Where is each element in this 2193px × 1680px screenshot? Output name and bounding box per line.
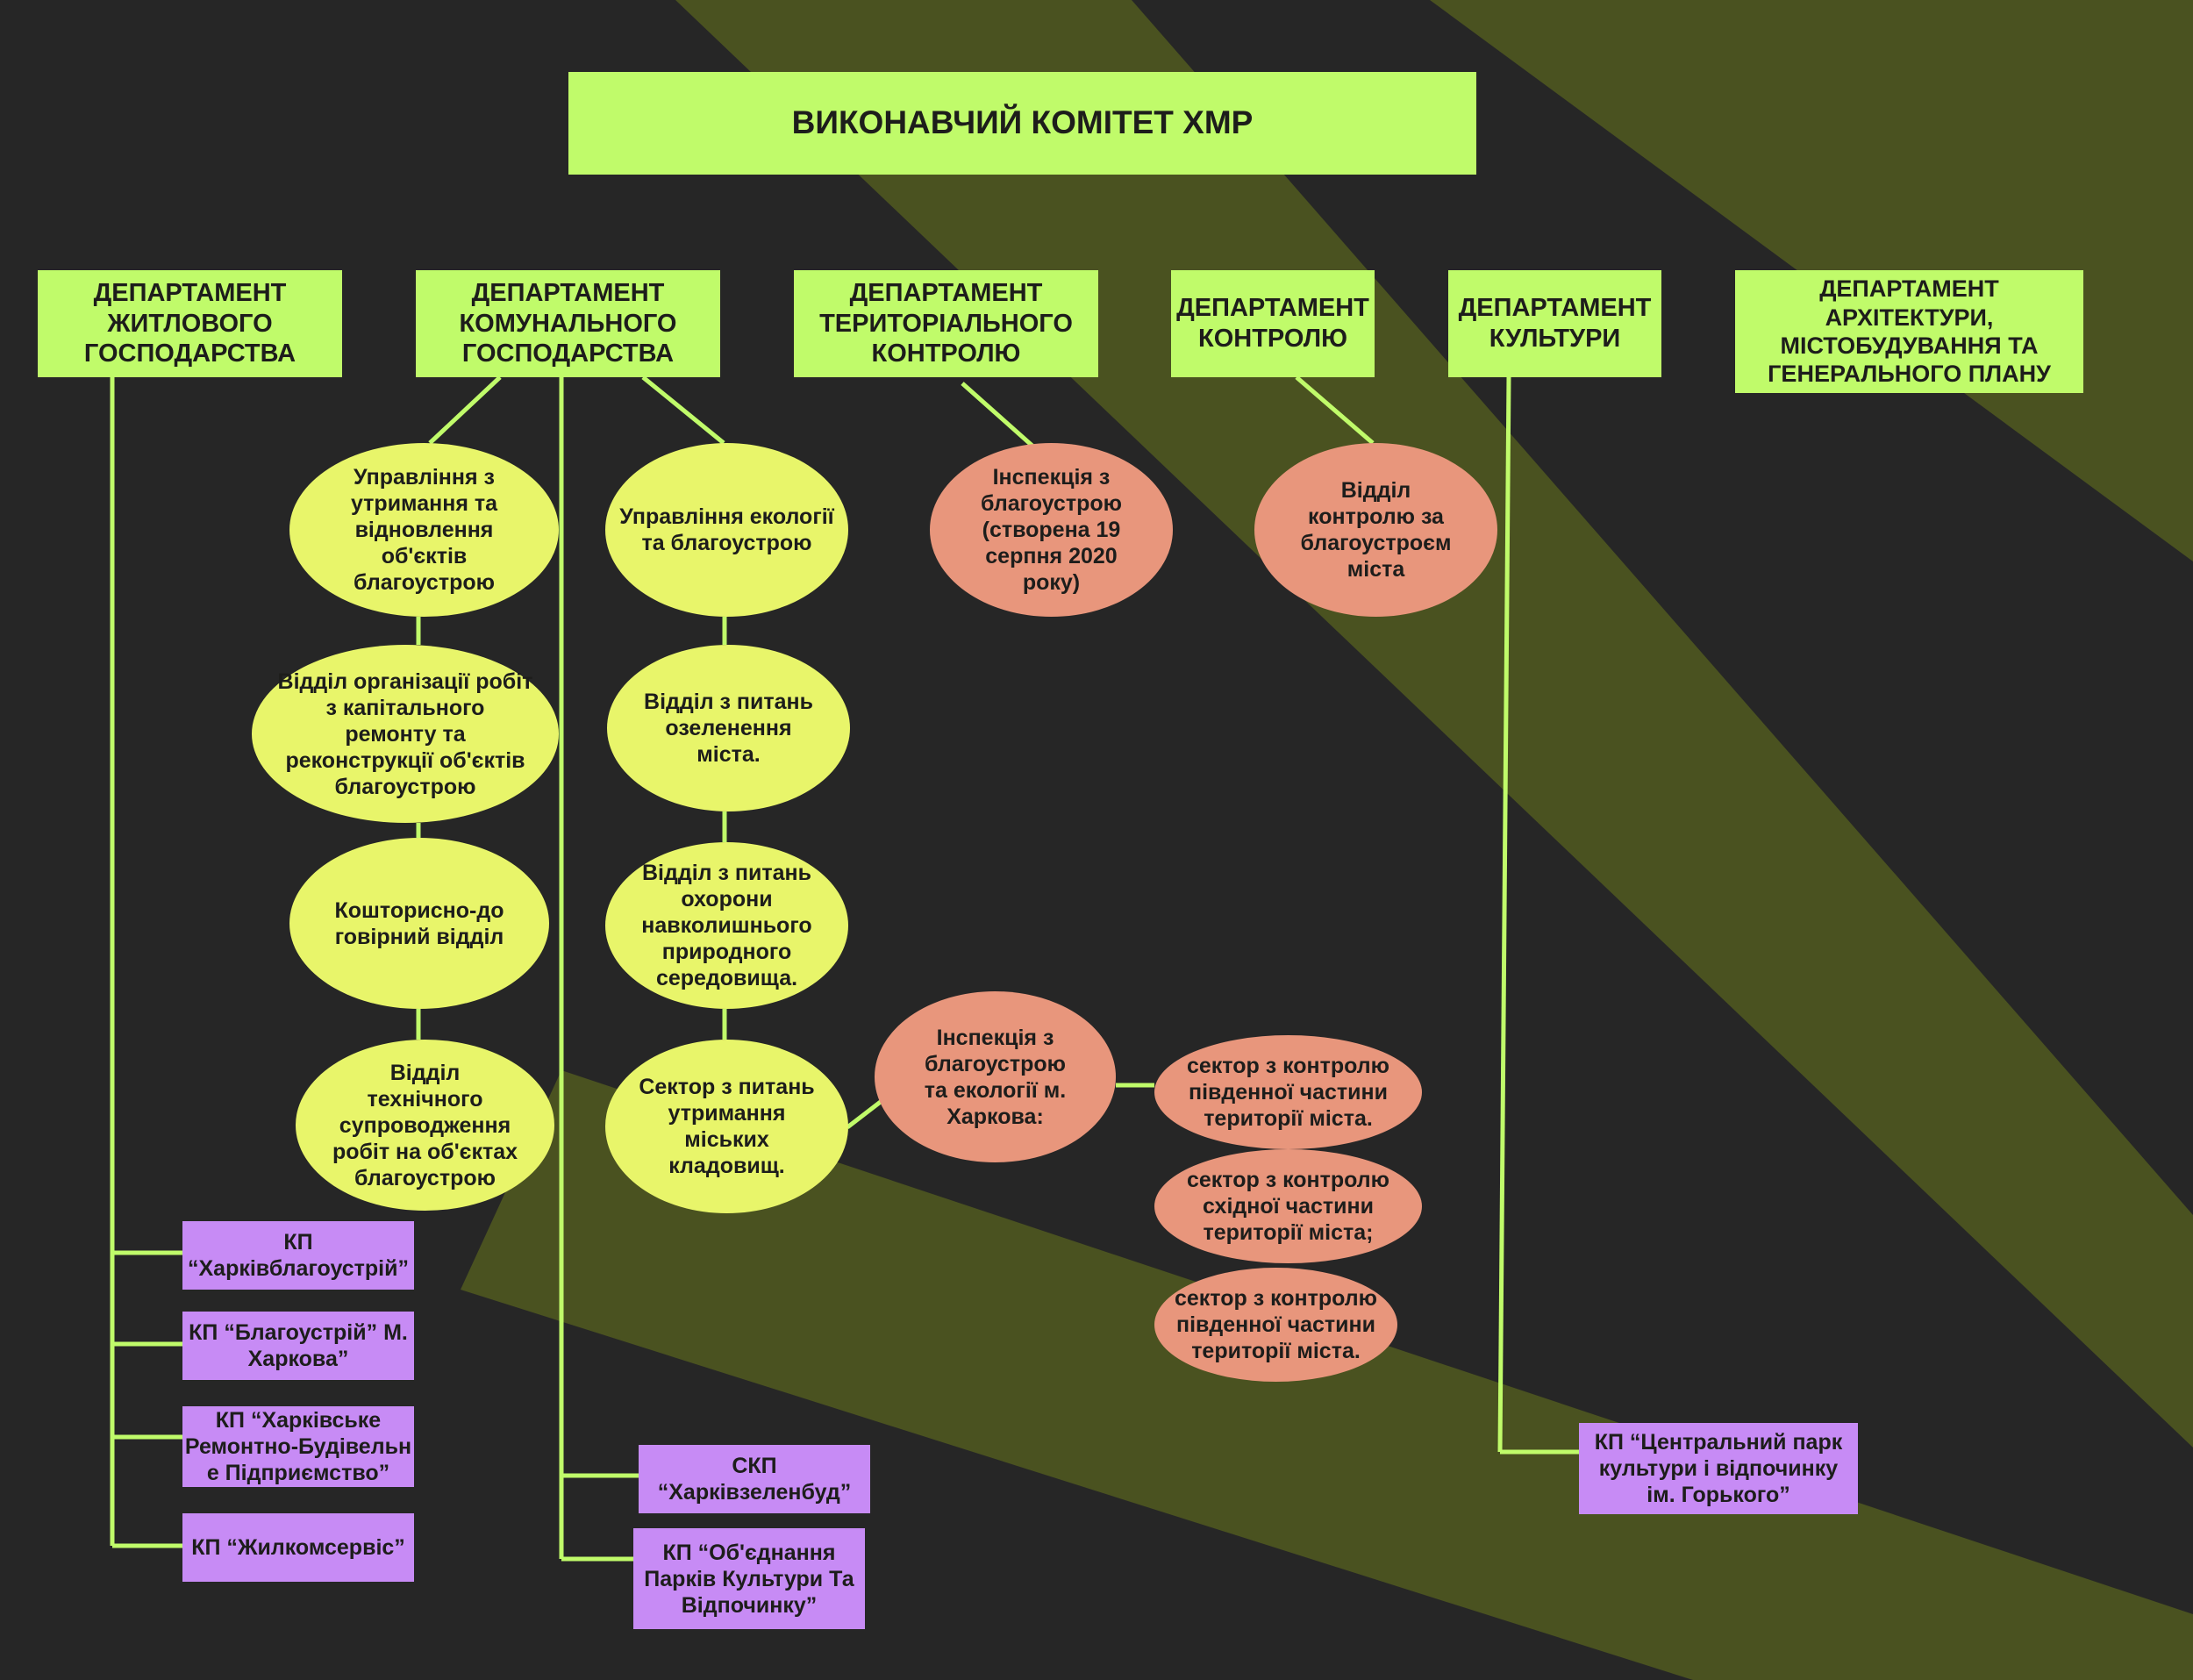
department-housing: ДЕПАРТАМЕНТ ЖИТЛОВОГО ГОСПОДАРСТВА bbox=[38, 270, 342, 377]
enterprise-parks-union: КП “Об'єднання Парків Культури Та Відпоч… bbox=[633, 1528, 865, 1629]
connector-territorial bbox=[961, 382, 1044, 456]
unit-cemeteries: Сектор з питань утримання міських кладов… bbox=[605, 1040, 848, 1213]
department-culture: ДЕПАРТАМЕНТ КУЛЬТУРИ bbox=[1448, 270, 1661, 377]
unit-inspection-2020: Інспекція з благоустрою (створена 19 сер… bbox=[930, 443, 1173, 617]
connector-communal-right bbox=[641, 375, 725, 445]
enterprise-kharkivblagoustriy: КП “Харківблагоустрій” bbox=[182, 1221, 414, 1290]
department-control: ДЕПАРТАМЕНТ КОНТРОЛЮ bbox=[1171, 270, 1375, 377]
unit-estimate: Кошторисно-до говірний відділ bbox=[289, 838, 549, 1009]
department-communal: ДЕПАРТАМЕНТ КОМУНАЛЬНОГО ГОСПОДАРСТВА bbox=[416, 270, 720, 377]
department-architecture: ДЕПАРТАМЕНТ АРХІТЕКТУРИ, МІСТОБУДУВАННЯ … bbox=[1735, 270, 2083, 393]
unit-sector-east: сектор з контролю східної частини терито… bbox=[1154, 1149, 1422, 1263]
unit-sector-south-1: сектор з контролю південної частини тери… bbox=[1154, 1035, 1422, 1149]
unit-maintenance: Управління з утримання та відновлення об… bbox=[289, 443, 559, 617]
department-territorial: ДЕПАРТАМЕНТ ТЕРИТОРІАЛЬНОГО КОНТРОЛЮ bbox=[794, 270, 1098, 377]
connector-cemetery-inspection bbox=[846, 1099, 883, 1129]
unit-ecology: Управління екології та благоустрою bbox=[605, 443, 848, 617]
enterprise-gorky-park: КП “Центральний парк культури і відпочин… bbox=[1579, 1423, 1858, 1514]
enterprise-remontno: КП “Харківське Ремонтно-Будівельн е Підп… bbox=[182, 1406, 414, 1487]
enterprise-zhylkomservis: КП “Жилкомсервіс” bbox=[182, 1513, 414, 1582]
unit-environment: Відділ з питань охорони навколишнього пр… bbox=[605, 842, 848, 1009]
unit-control-dept: Відділ контролю за благоустроєм міста bbox=[1254, 443, 1497, 617]
unit-sector-south-2: сектор з контролю південної частини тери… bbox=[1154, 1268, 1397, 1382]
unit-capital-repair: Відділ організації робіт з капітального … bbox=[252, 645, 559, 823]
enterprise-blagoustriy: КП “Благоустрій” М. Харкова” bbox=[182, 1312, 414, 1380]
unit-greening: Відділ з питань озеленення міста. bbox=[607, 645, 850, 811]
executive-committee-box: ВИКОНАВЧИЙ КОМІТЕТ ХМР bbox=[568, 72, 1476, 175]
unit-inspection-eco: Інспекція з благоустрою та екології м. Х… bbox=[875, 991, 1116, 1162]
connector-culture-trunk bbox=[1497, 376, 1511, 1453]
connector-control bbox=[1295, 375, 1375, 445]
enterprise-zelenbud: СКП “Харківзеленбуд” bbox=[639, 1445, 870, 1513]
connector-communal-left bbox=[428, 375, 502, 445]
unit-technical: Відділ технічного супроводження робіт на… bbox=[296, 1040, 554, 1211]
